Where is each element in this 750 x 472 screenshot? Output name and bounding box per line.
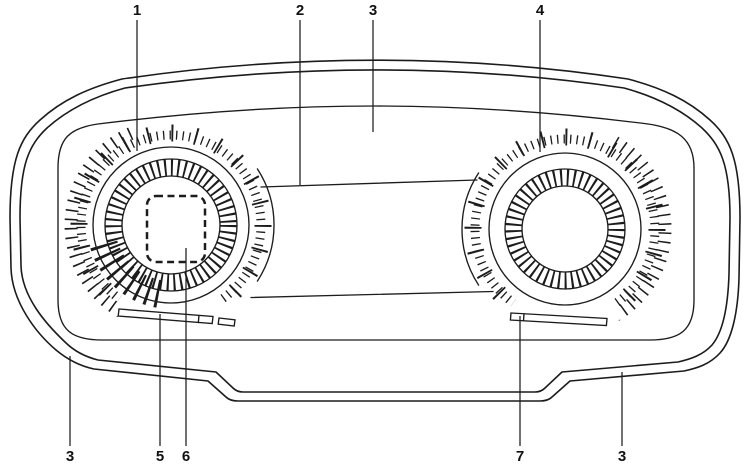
left-gauge-segment-ring xyxy=(105,159,237,291)
callout-label-3-bottom-left: 3 xyxy=(66,448,74,465)
right-gauge-inner-circle xyxy=(521,185,609,273)
right-gauge-segment-ring xyxy=(505,169,625,289)
left-gauge-needle-fan xyxy=(89,238,162,308)
right-gauge-outer-circle xyxy=(488,152,642,306)
display-outline xyxy=(57,105,695,341)
callout-label-3-top: 3 xyxy=(369,2,377,19)
left-gauge-right-bracket-arc xyxy=(256,168,275,282)
left-bracket-strip xyxy=(117,308,214,325)
callout-label-7: 7 xyxy=(516,448,524,465)
callout-label-3-bottom-right: 3 xyxy=(618,448,626,465)
callout-label-1: 1 xyxy=(133,2,141,19)
callout-label-5: 5 xyxy=(156,448,164,465)
right-bracket-divider xyxy=(522,313,525,322)
housing-outer-outline xyxy=(9,59,741,402)
callout-label-2: 2 xyxy=(296,2,304,19)
right-gauge-left-bracket-arc xyxy=(461,172,480,286)
left-gauge-tick-ring xyxy=(64,124,272,326)
right-bracket-strip xyxy=(509,312,608,327)
center-display-dashed-box xyxy=(145,194,207,264)
left-gauge-outer-circle xyxy=(92,146,250,304)
callout-labels: 1 2 3 4 3 5 6 7 3 xyxy=(66,2,626,465)
right-gauge-bottom-bracket xyxy=(509,312,608,327)
left-bracket-divider xyxy=(197,314,200,324)
right-gauge-tick-ring xyxy=(464,128,672,330)
left-gauge xyxy=(89,146,250,308)
left-gauge-bottom-bracket xyxy=(117,308,236,327)
left-gauge-major-ticks xyxy=(70,124,272,326)
cluster-housing xyxy=(9,59,741,402)
callout-leader-lines xyxy=(69,20,623,446)
housing-inner-outline xyxy=(19,69,731,393)
left-gauge-minor-ticks xyxy=(76,130,266,320)
left-gauge-bottom-gap xyxy=(110,292,232,331)
center-bottom-line xyxy=(250,290,494,299)
callout-label-4: 4 xyxy=(536,2,545,19)
left-gauge-inner-circle xyxy=(121,175,221,275)
callout-label-6: 6 xyxy=(182,448,190,465)
right-gauge-minor-ticks xyxy=(470,134,660,324)
right-gauge xyxy=(488,152,642,306)
right-gauge-major-ticks xyxy=(464,128,666,330)
center-top-line xyxy=(260,179,478,188)
left-bracket-small-piece xyxy=(217,317,236,327)
